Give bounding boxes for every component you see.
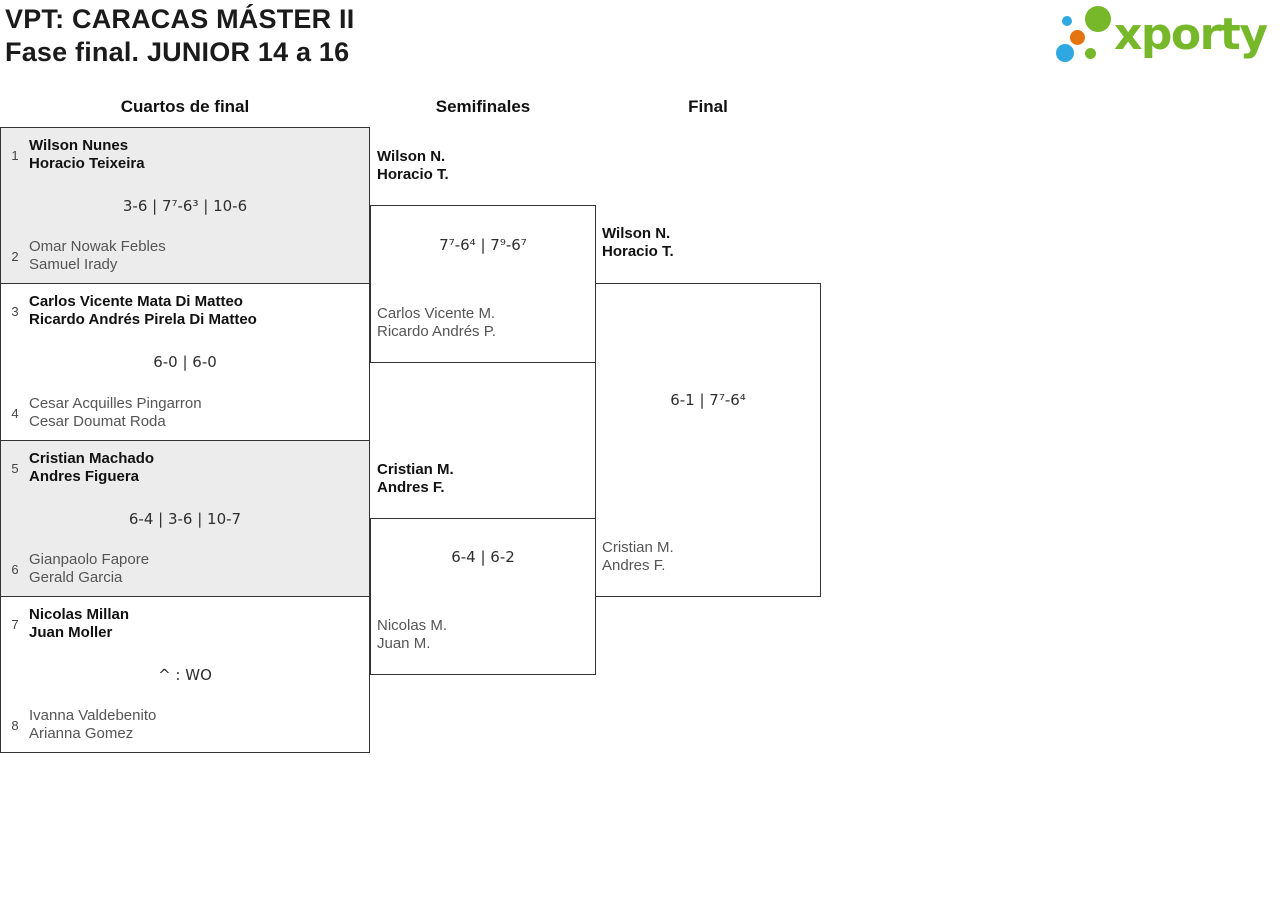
player-name: Nicolas M. <box>377 617 448 634</box>
player-name: Ricardo Andrés Pirela Di Matteo <box>29 311 257 328</box>
logo-wordmark: xporty <box>1114 9 1268 60</box>
match-score: 3-6 | 7⁷-6³ | 10-6 <box>122 196 248 215</box>
player-name: Cristian M. <box>602 539 674 556</box>
qf-match-3: 5 Cristian Machado Andres Figuera 6-4 | … <box>0 440 370 597</box>
player-name: Horacio Teixeira <box>29 155 145 172</box>
final-loser-team: Cristian M. Andres F. <box>602 539 674 575</box>
player-name: Horacio T. <box>602 243 674 260</box>
sf2-winner-team: Cristian M. Andres F. <box>377 461 454 497</box>
player-name: Cristian M. <box>377 461 454 478</box>
sf-match-2-box <box>370 518 596 675</box>
final-match-box <box>595 283 821 597</box>
player-name: Andres F. <box>602 557 666 574</box>
player-name: Samuel Irady <box>29 256 118 273</box>
player-name: Wilson N. <box>602 225 671 242</box>
match-score: 6-4 | 3-6 | 10-7 <box>128 509 242 528</box>
team-row: 7 Nicolas Millan Juan Moller <box>7 606 129 642</box>
team-row: 4 Cesar Acquilles Pingarron Cesar Doumat… <box>7 395 202 431</box>
player-name: Cesar Doumat Roda <box>29 413 166 430</box>
seed-number: 2 <box>11 248 19 264</box>
player-name: Nicolas Millan <box>29 606 130 623</box>
match-score: 6-0 | 6-0 <box>153 353 217 371</box>
seed-number: 1 <box>11 147 19 163</box>
qf-match-1: 1 Wilson Nunes Horacio Teixeira 3-6 | 7⁷… <box>0 127 370 284</box>
player-name: Arianna Gomez <box>29 725 134 742</box>
seed-number: 3 <box>11 303 19 319</box>
team-row: 1 Wilson Nunes Horacio Teixeira <box>7 137 145 173</box>
page-title: VPT: CARACAS MÁSTER II Fase final. JUNIO… <box>5 3 354 69</box>
logo-dot-orange-icon <box>1070 30 1085 45</box>
logo-dot-blue-big-icon <box>1056 44 1074 62</box>
logo-dot-green-big-icon <box>1085 6 1111 32</box>
sf2-match-score: 6-4 | 6-2 <box>451 548 515 566</box>
player-name: Ivanna Valdebenito <box>29 707 157 724</box>
tournament-subtitle: Fase final. JUNIOR 14 a 16 <box>5 37 350 67</box>
player-name: Gianpaolo Fapore <box>29 551 150 568</box>
player-name: Wilson N. <box>377 148 446 165</box>
final-winner-team: Wilson N. Horacio T. <box>602 225 674 261</box>
logo-dot-blue-small-icon <box>1062 16 1072 26</box>
seed-number: 4 <box>11 405 19 421</box>
final-match-score: 6-1 | 7⁷-6⁴ <box>670 391 746 409</box>
logo-dot-green-small-icon <box>1085 48 1096 59</box>
team-row: 6 Gianpaolo Fapore Gerald Garcia <box>7 551 149 587</box>
sf2-loser-team: Nicolas M. Juan M. <box>377 617 447 653</box>
seed-number: 8 <box>11 717 19 733</box>
round-header-quarterfinals: Cuartos de final <box>120 97 250 116</box>
player-name: Juan Moller <box>29 624 113 641</box>
sf1-match-score: 7⁷-6⁴ | 7⁹-6⁷ <box>439 236 527 254</box>
player-name: Gerald Garcia <box>29 569 123 586</box>
sf1-loser-team: Carlos Vicente M. Ricardo Andrés P. <box>377 305 496 341</box>
player-name: Andres F. <box>377 479 445 496</box>
match-score: ^ : WO <box>158 665 212 684</box>
round-header-semifinals: Semifinales <box>435 97 531 116</box>
seed-number: 7 <box>11 616 19 632</box>
qf-match-4: 7 Nicolas Millan Juan Moller ^ : WO 8 Iv… <box>0 596 370 753</box>
team-row: 3 Carlos Vicente Mata Di Matteo Ricardo … <box>7 293 257 329</box>
player-name: Andres Figuera <box>29 468 140 485</box>
seed-number: 5 <box>11 460 19 476</box>
round-header-final: Final <box>688 97 728 116</box>
player-name: Omar Nowak Febles <box>29 238 166 255</box>
tournament-title: VPT: CARACAS MÁSTER II <box>5 4 355 34</box>
player-name: Cesar Acquilles Pingarron <box>29 395 202 412</box>
qf-match-2: 3 Carlos Vicente Mata Di Matteo Ricardo … <box>0 283 370 441</box>
player-name: Wilson Nunes <box>29 137 129 154</box>
sf-match-1-box <box>370 205 596 363</box>
player-name: Ricardo Andrés P. <box>377 323 496 340</box>
team-row: 2 Omar Nowak Febles Samuel Irady <box>7 238 166 274</box>
player-name: Carlos Vicente Mata Di Matteo <box>29 293 243 310</box>
xporty-logo[interactable]: xporty <box>1050 0 1280 75</box>
player-name: Horacio T. <box>377 166 449 183</box>
team-row: 8 Ivanna Valdebenito Arianna Gomez <box>7 707 156 743</box>
sf1-winner-team: Wilson N. Horacio T. <box>377 148 449 184</box>
seed-number: 6 <box>11 561 19 577</box>
player-name: Cristian Machado <box>29 450 155 467</box>
player-name: Juan M. <box>377 635 431 652</box>
team-row: 5 Cristian Machado Andres Figuera <box>7 450 154 486</box>
player-name: Carlos Vicente M. <box>377 305 496 322</box>
